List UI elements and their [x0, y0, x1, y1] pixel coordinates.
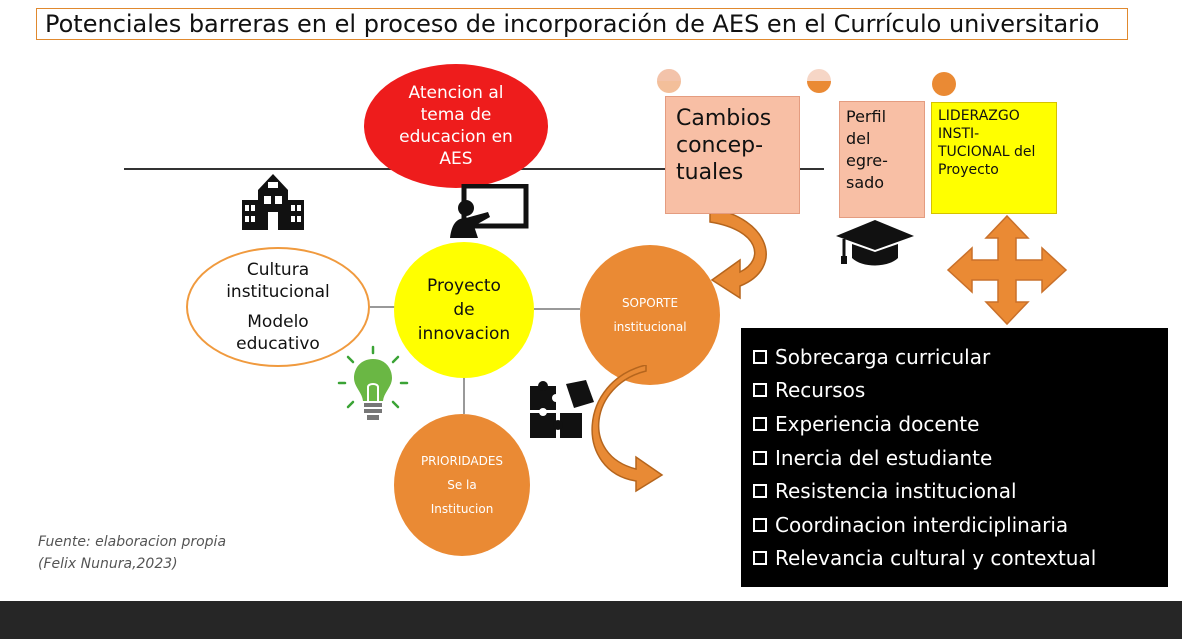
- node-cultura-institucional: Cultura institucional Modelo educativo: [186, 247, 370, 367]
- list-item: Inercia del estudiante: [753, 441, 1168, 475]
- list-item: Coordinacion interdiciplinaria: [753, 508, 1168, 542]
- barriers-list-panel: Sobrecarga curricular Recursos Experienc…: [741, 328, 1168, 587]
- box-text: tuales: [676, 160, 744, 185]
- list-item-label: Coordinacion interdiciplinaria: [775, 512, 1069, 537]
- four-way-arrow-icon: [946, 214, 1068, 326]
- list-item: Experiencia docente: [753, 407, 1168, 441]
- curved-arrow-down-left-icon: [709, 207, 767, 300]
- source-line: Fuente: elaboracion propia: [38, 534, 227, 550]
- node-prioridades: PRIORIDADES Se la Institucion: [394, 414, 530, 556]
- footer-bar: [0, 601, 1182, 639]
- source-line: (Felix Nunura,2023): [38, 556, 178, 572]
- checkbox-square-icon: [753, 383, 767, 398]
- node-text: educacion en: [399, 127, 513, 147]
- node-text: institucional: [613, 320, 687, 334]
- list-item-label: Inercia del estudiante: [775, 445, 993, 470]
- source-note: Fuente: elaboracion propia (Felix Nunura…: [38, 531, 226, 575]
- connector-proyecto-prioridades: [463, 378, 465, 414]
- list-item: Recursos: [753, 374, 1168, 408]
- node-text: PRIORIDADES: [420, 454, 504, 468]
- curved-arrow-down-right-icon: [591, 365, 664, 493]
- connector-proyecto-soporte: [534, 308, 580, 310]
- node-text: Proyecto: [427, 276, 501, 296]
- list-item: Relevancia cultural y contextual: [753, 542, 1168, 576]
- box-text: del: [846, 129, 871, 148]
- school-building-icon: [242, 174, 304, 230]
- progress-circle-full-icon: [932, 72, 956, 96]
- node-text: Modelo: [247, 312, 309, 332]
- box-liderazgo-institucional: LIDERAZGO INSTI- TUCIONAL del Proyecto: [931, 102, 1057, 214]
- checkbox-square-icon: [753, 551, 767, 566]
- progress-circle-half-icon: [807, 69, 831, 93]
- node-text: Cultura: [246, 260, 310, 280]
- box-text: egre-: [846, 151, 888, 170]
- lightbulb-icon: [337, 345, 409, 420]
- node-text: innovacion: [417, 324, 511, 344]
- puzzle-pieces-icon: [530, 380, 594, 438]
- node-text: Institucion: [430, 502, 494, 516]
- box-text: INSTI-: [938, 126, 980, 142]
- box-cambios-conceptuales: Cambios concep- tuales: [665, 96, 800, 214]
- progress-circle-empty-icon: [657, 69, 681, 93]
- node-proyecto-innovacion: Proyecto de innovacion: [394, 242, 534, 378]
- list-item-label: Resistencia institucional: [775, 479, 1017, 504]
- list-item-label: Experiencia docente: [775, 411, 980, 436]
- list-item-label: Relevancia cultural y contextual: [775, 546, 1097, 571]
- box-text: LIDERAZGO: [938, 108, 1020, 124]
- checkbox-square-icon: [753, 416, 767, 431]
- box-text: concep-: [676, 133, 764, 158]
- presentation-board-icon: [450, 184, 529, 238]
- box-text: Cambios: [676, 106, 772, 131]
- node-text: SOPORTE: [621, 296, 679, 310]
- node-text: Atencion al: [408, 83, 504, 103]
- list-item-label: Sobrecarga curricular: [775, 344, 991, 369]
- box-text: TUCIONAL del: [938, 144, 1036, 160]
- checkbox-square-icon: [753, 349, 767, 364]
- graduation-cap-icon: [836, 220, 914, 266]
- box-text: Perfil: [846, 107, 887, 126]
- checkbox-square-icon: [753, 517, 767, 532]
- node-text: AES: [439, 149, 473, 169]
- node-soporte-institucional: SOPORTE institucional: [580, 245, 720, 385]
- box-text: sado: [846, 173, 885, 192]
- node-text: de: [453, 300, 475, 320]
- node-text: tema de: [420, 105, 492, 125]
- node-text: educativo: [236, 334, 320, 354]
- slide-title: Potenciales barreras en el proceso de in…: [36, 8, 1128, 40]
- checkbox-square-icon: [753, 450, 767, 465]
- list-item: Resistencia institucional: [753, 474, 1168, 508]
- list-item: Sobrecarga curricular: [753, 340, 1168, 374]
- connector-cultura-proyecto: [370, 306, 396, 308]
- checkbox-square-icon: [753, 484, 767, 499]
- node-atencion-aes: Atencion al tema de educacion en AES: [364, 64, 548, 188]
- box-text: Proyecto: [938, 162, 999, 178]
- node-text: institucional: [226, 282, 330, 302]
- box-perfil-egresado: Perfil del egre- sado: [839, 101, 925, 218]
- node-text: Se la: [447, 478, 477, 492]
- list-item-label: Recursos: [775, 378, 866, 403]
